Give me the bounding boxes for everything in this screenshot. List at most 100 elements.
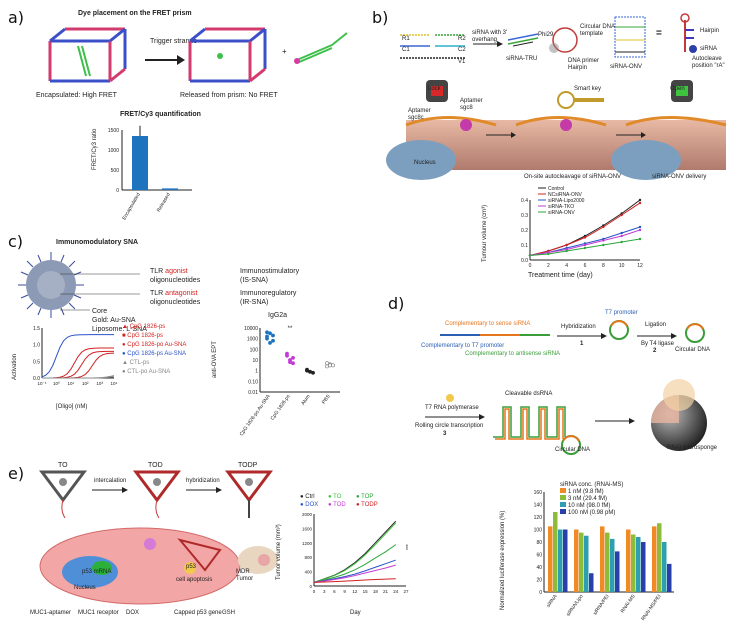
x-tick-label: RNAi-MS (620, 593, 637, 614)
t7-promoter-label: T7 promoter (605, 310, 638, 316)
x-tick-label: 6 (584, 263, 587, 269)
bar (626, 529, 631, 592)
data-point (265, 336, 269, 341)
cell-delivery-diagram (39, 527, 278, 605)
legend-swatch (560, 502, 566, 507)
data-point (602, 225, 605, 229)
bar (584, 535, 589, 592)
plus-sign: + (282, 47, 287, 56)
y-tick-label: 10 (252, 358, 258, 364)
data-point (265, 330, 269, 335)
autocleave-label: Autocleave position "rA" (692, 56, 725, 69)
series-line (313, 522, 397, 583)
bar (657, 523, 662, 592)
arrow-right-icon (145, 55, 185, 65)
rolling-transcript-diagram (493, 406, 581, 455)
legend-item: ● CpG 1826-ps Au-SNA (122, 351, 186, 357)
arrow-right-icon (186, 487, 222, 493)
data-point (528, 254, 532, 257)
bar (610, 538, 615, 592)
arrow-right-icon (473, 41, 503, 47)
x-tick-label: 0 (529, 263, 532, 269)
x-tick-label: CpG 1826-ps Au-SNA (239, 393, 272, 437)
bar (162, 188, 178, 190)
aptamer2-label: Aptamer sgc8 (460, 98, 483, 111)
panel-label-e: e) (8, 464, 25, 483)
x-tick-label: 24 (393, 589, 399, 594)
y-tick-label: 2000 (302, 512, 313, 517)
x-tick-label: 10⁰ (53, 381, 60, 386)
data-point (328, 363, 332, 368)
data-point (620, 231, 623, 235)
legend-item: ● TO (328, 494, 342, 500)
circular-dna-label: Circular DNA (675, 347, 711, 353)
data-point (583, 246, 587, 250)
x-tick-label: 21 (383, 589, 389, 594)
data-point (291, 355, 295, 360)
arrow-right-icon (557, 333, 607, 339)
y-tick-label: 0.5 (33, 359, 40, 365)
igg-title: IgG2a (268, 312, 288, 319)
x-tick-label: siRNA/PEI (592, 594, 610, 617)
x-tick-label: 8 (602, 263, 605, 269)
encapsulated-prism-diagram (48, 27, 127, 83)
y-tick-label: 40 (536, 565, 542, 571)
panel-label-d: d) (388, 294, 405, 313)
circular-template-diagram (549, 27, 578, 53)
y-tick-label: 100 (250, 347, 259, 353)
y-tick-label: 0.0 (521, 258, 528, 264)
significance-label: ** (288, 326, 293, 332)
y-tick-label: 1000 (247, 337, 258, 343)
igg-ylabel: anti-OVA EPT (212, 341, 218, 378)
delivery-label: siRNA-ONV delivery (652, 174, 707, 180)
activation-ylabel: Activation (12, 353, 18, 380)
step1-label: 1 (580, 341, 584, 347)
antagonist-word: antagonist (165, 290, 198, 297)
data-point (305, 367, 309, 372)
legend-item: Capped p53 gene (174, 610, 222, 616)
arrow-right-icon (425, 414, 485, 420)
data-point (547, 252, 550, 256)
y-tick-label: 0.0 (33, 376, 40, 382)
strand-r1: R1 (402, 36, 410, 42)
intercalation-label: intercalation (94, 478, 127, 484)
x-tick-label: 2 (547, 263, 550, 269)
series-line (313, 544, 397, 583)
polymerase-icon (446, 394, 454, 402)
legend-item: ● CTL-po Au-SNA (122, 369, 171, 375)
data-point (638, 198, 642, 202)
comp-t7-label: Complementary to T7 promoter (421, 343, 505, 349)
tumor-xlabel: Day (350, 610, 361, 616)
lock-label: Lock (428, 86, 441, 92)
y-tick-label: 0 (309, 584, 312, 589)
data-point (288, 360, 292, 365)
series-line (41, 347, 115, 379)
circular-dna-diagram (685, 323, 705, 343)
bar (600, 526, 605, 592)
y-tick-label: 500 (111, 168, 120, 174)
legend-item: DOX (126, 610, 140, 616)
x-tick-label: 10² (82, 381, 89, 386)
data-point (638, 201, 642, 205)
autocleavage-label: On-site autocleavage of siRNA-ONV (524, 174, 622, 180)
panel-b: R1 R2 C1 C2 V1 siRNA with 3' overhang si… (370, 0, 730, 280)
open-label: Open (670, 86, 685, 92)
tod-label: TOD (148, 462, 163, 469)
x-tick-label: siRNA (546, 593, 559, 609)
data-point (565, 243, 568, 247)
sna-leader-lines (60, 273, 140, 311)
data-point (268, 341, 272, 345)
y-tick-label: 0.2 (521, 228, 528, 234)
legend-item: MUC1-aptamer (30, 610, 72, 616)
legend-item: ● CpG 1826-po Au-SNA (122, 342, 187, 348)
nucleus-label: Nucleus (414, 160, 436, 166)
y-tick-label: 10000 (244, 326, 258, 332)
bar (605, 532, 610, 592)
bar (631, 534, 636, 592)
quant-ylabel: FRET/Cy3 ratio (92, 128, 98, 170)
strand-r2: R2 (458, 36, 466, 42)
x-tick-label: Released (156, 192, 172, 213)
